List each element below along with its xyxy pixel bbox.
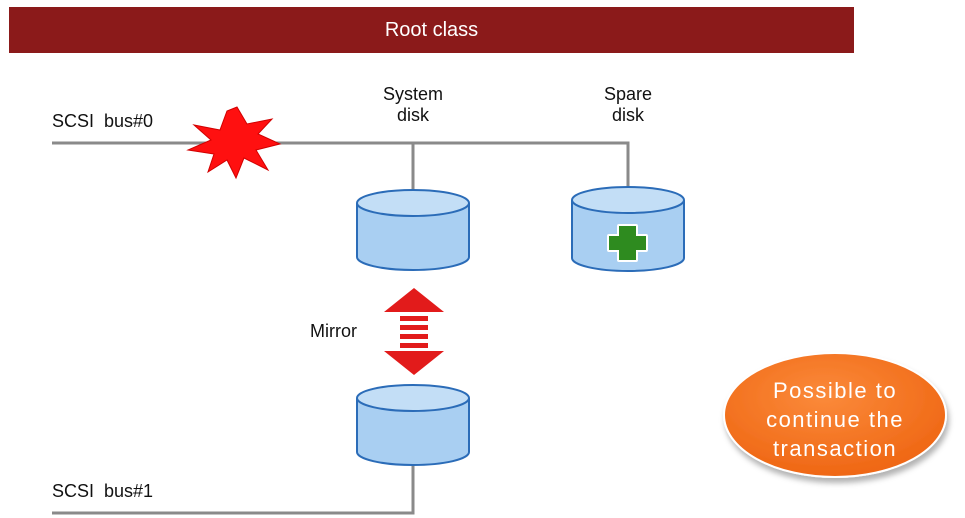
system-disk-icon [356, 189, 470, 271]
scsi-bus1-line [52, 464, 415, 515]
failure-burst-icon [186, 106, 282, 180]
status-text: Possible to continue the transaction [766, 377, 904, 461]
scsi-bus1-label: SCSI bus#1 [52, 481, 154, 501]
mirror-label: Mirror [310, 321, 357, 341]
scsi-bus0-label: SCSI bus#0 [52, 111, 154, 131]
spare-disk-label: Spare disk [603, 84, 653, 125]
root-class-title: Root class [384, 18, 479, 41]
plus-icon [607, 224, 648, 262]
mirror-disk-icon [356, 384, 470, 466]
root-class-banner: Root class [9, 7, 854, 53]
status-badge: Possible to continue the transaction [720, 357, 950, 489]
double-arrow-icon [384, 288, 444, 375]
system-disk-label: System disk [382, 84, 443, 125]
status-badge-shape [723, 352, 947, 478]
scsi-bus0-line [52, 141, 630, 192]
